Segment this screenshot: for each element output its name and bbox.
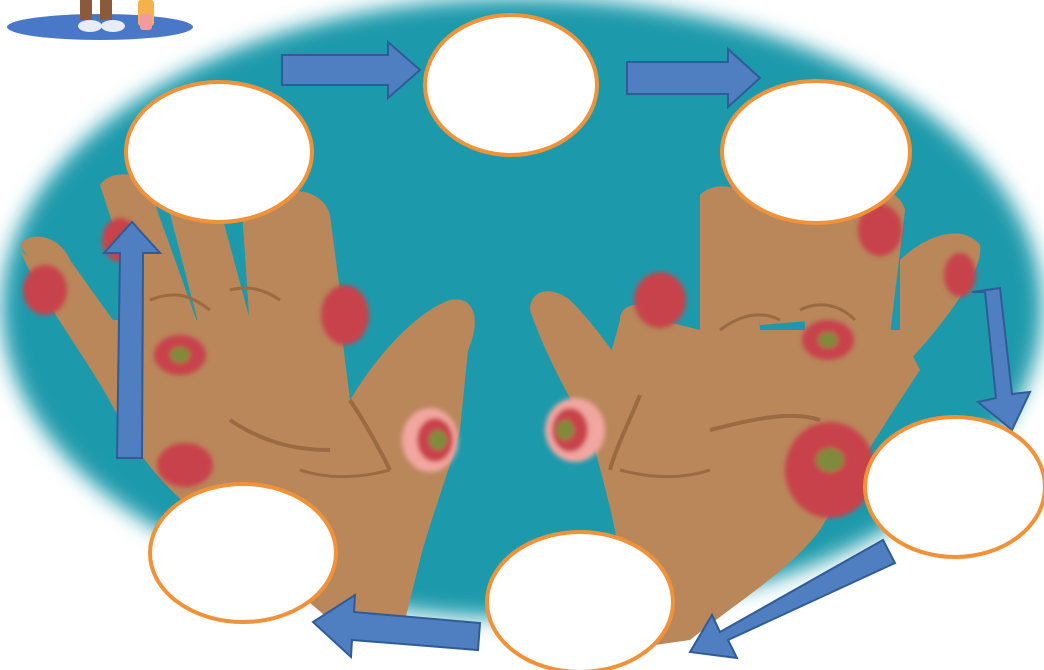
step-bubble-top-right[interactable] (722, 81, 910, 223)
step-bubble-bottom-middle[interactable] (487, 532, 673, 670)
step-bubble-top-left[interactable] (126, 82, 312, 222)
figure-feet-illustration (7, 0, 193, 40)
step-bubble-top[interactable] (425, 15, 597, 155)
step-bubble-right[interactable] (865, 417, 1044, 557)
step-bubble-bottom-left[interactable] (150, 484, 336, 622)
